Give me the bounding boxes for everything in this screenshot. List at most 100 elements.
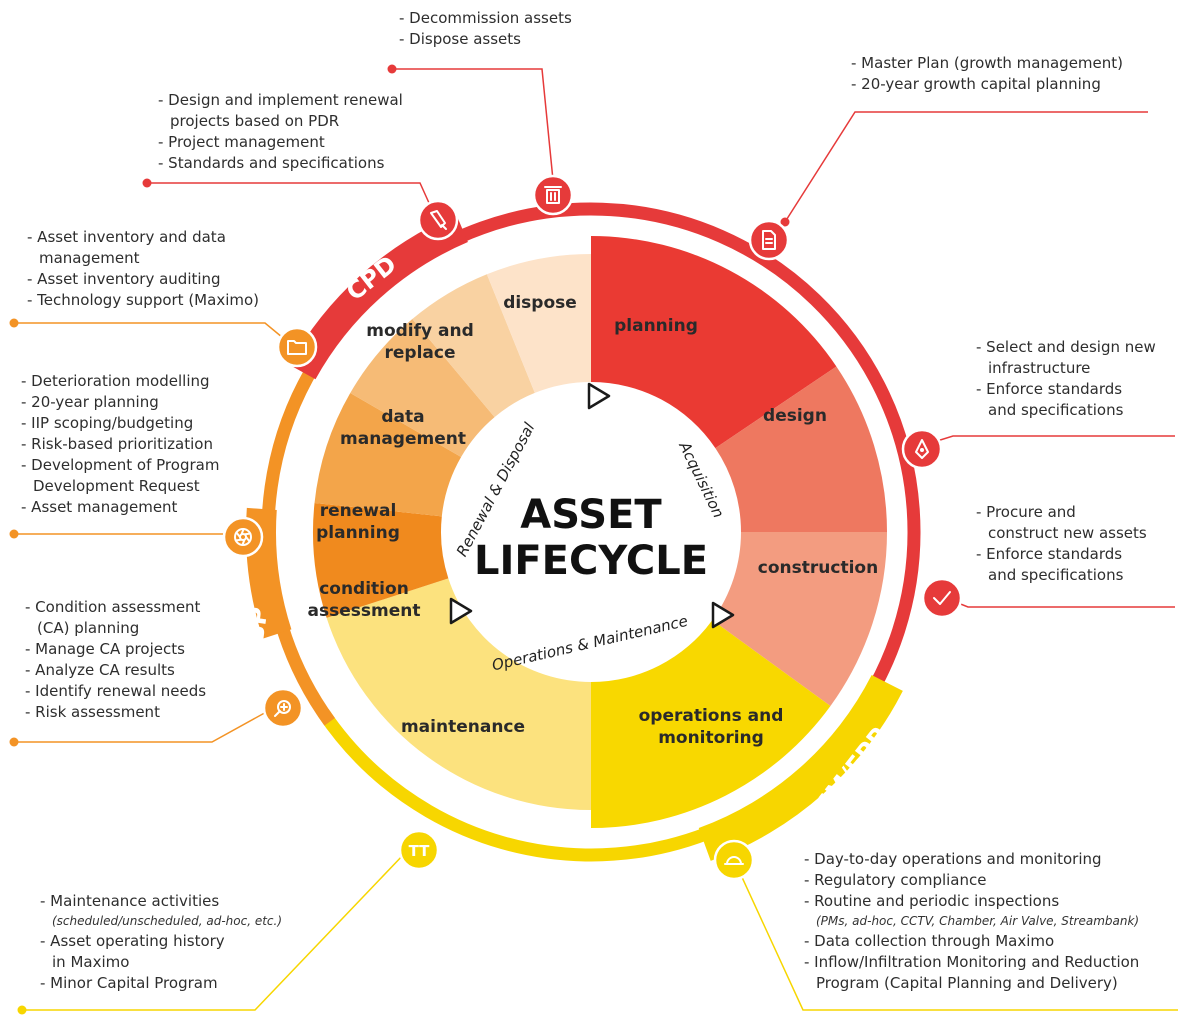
note-line: in Maximo — [52, 953, 130, 971]
note-line: Program (Capital Planning and Delivery) — [816, 974, 1118, 992]
wedge-data — [350, 319, 495, 457]
connector-dot — [142, 178, 152, 188]
note-line: - Dispose assets — [399, 30, 521, 48]
note-line: - Regulatory compliance — [804, 871, 987, 889]
wedge-modify — [412, 274, 535, 418]
note-line: management — [39, 249, 140, 267]
segment-label-data: management — [340, 429, 466, 449]
wedge-operations — [591, 620, 831, 828]
note-line: - Minor Capital Program — [40, 974, 218, 992]
note-line: - Deterioration modelling — [21, 372, 210, 390]
segment-label-planning: planning — [614, 316, 698, 336]
note-line: Development Request — [33, 477, 200, 495]
note-line: - Risk-based prioritization — [21, 435, 213, 453]
connector-modify — [147, 182, 435, 215]
connector-maintenance — [22, 852, 406, 1011]
wedge-planning — [591, 236, 837, 449]
connector-dot — [9, 737, 19, 747]
note-line: - Manage CA projects — [25, 640, 185, 658]
connector-dot — [17, 1005, 27, 1015]
document-icon — [748, 219, 790, 261]
note-line: - Routine and periodic inspections — [804, 892, 1060, 910]
wedge-dispose — [486, 254, 591, 393]
segment-label-modify: replace — [385, 343, 456, 363]
wedge-condition — [313, 502, 449, 618]
hard-hat-icon — [713, 839, 755, 881]
phase-pointer — [711, 601, 735, 629]
note-dispose: - Decommission assets - Dispose assets — [399, 8, 572, 50]
connector-data — [14, 322, 295, 348]
wedge-maintenance — [326, 578, 591, 810]
note-condition: - Condition assessment (CA) planning - M… — [25, 597, 206, 723]
connector-condition — [14, 704, 280, 743]
connector-dispose — [392, 68, 554, 181]
folder-icon — [276, 326, 318, 368]
segment-label-condition: assessment — [308, 601, 421, 621]
aperture-icon — [222, 516, 264, 558]
note-line: - Maintenance activities — [40, 892, 220, 910]
note-line: - Design and implement renewal — [158, 91, 403, 109]
phase-pointers — [449, 382, 735, 629]
note-modify: - Design and implement renewal projects … — [158, 90, 403, 174]
center-hub — [443, 384, 739, 680]
connector-dot — [780, 217, 790, 227]
note-subline: (scheduled/unscheduled, ad-hoc, etc.) — [52, 914, 283, 928]
note-design: - Select and design new infrastructure -… — [976, 337, 1156, 421]
note-line: - Condition assessment — [25, 598, 201, 616]
note-line: - 20-year growth capital planning — [851, 75, 1101, 93]
segment-label-operations: monitoring — [658, 728, 764, 748]
note-line: - Analyze CA results — [25, 661, 175, 679]
note-line: - Asset management — [21, 498, 178, 516]
note-line: - Inflow/Infiltration Monitoring and Red… — [804, 953, 1140, 971]
note-renewal: - Deterioration modelling - 20-year plan… — [21, 371, 219, 518]
note-line: - Technology support (Maximo) — [27, 291, 260, 309]
trash-icon — [532, 174, 574, 216]
note-line: - Enforce standards — [976, 545, 1123, 563]
segment-label-maintenance: maintenance — [401, 717, 525, 737]
connector-operations — [734, 861, 1178, 1011]
segment-label-renewal: renewal — [320, 501, 397, 521]
note-line: - Asset inventory auditing — [27, 270, 221, 288]
tools-icon: TT — [398, 829, 440, 871]
note-line: - Risk assessment — [25, 703, 160, 721]
note-line: and specifications — [988, 401, 1124, 419]
wedge-design — [715, 366, 887, 532]
note-line: - Master Plan (growth management) — [851, 54, 1123, 72]
title-line-2: LIFECYCLE — [474, 538, 708, 584]
note-line: - Standards and specifications — [158, 154, 385, 172]
note-line: - IIP scoping/budgeting — [21, 414, 194, 432]
note-line: - Select and design new — [976, 338, 1156, 356]
note-line: - Asset inventory and data — [27, 228, 226, 246]
checkmark-icon — [921, 577, 963, 619]
note-line: - Decommission assets — [399, 9, 572, 27]
note-line: and specifications — [988, 566, 1124, 584]
segment-label-modify: modify and — [366, 321, 474, 341]
connector-construction — [942, 596, 1175, 608]
segment-label-dispose: dispose — [503, 293, 577, 313]
pen-tool-icon — [901, 428, 943, 470]
note-line: (CA) planning — [37, 619, 140, 637]
connector-dot — [9, 318, 19, 328]
connector-dot — [387, 64, 397, 74]
phase-pointer — [587, 382, 611, 410]
note-line: - Project management — [158, 133, 325, 151]
note-line: - Enforce standards — [976, 380, 1123, 398]
note-line: projects based on PDR — [170, 112, 340, 130]
segment-label-data: data — [381, 407, 424, 427]
note-construction: - Procure and construct new assets - Enf… — [976, 502, 1147, 586]
sbp-label: SBP — [238, 606, 273, 663]
note-line: - Development of Program — [21, 456, 220, 474]
note-line: - Procure and — [976, 503, 1076, 521]
note-line: - Day-to-day operations and monitoring — [804, 850, 1102, 868]
connector-design — [920, 435, 1175, 447]
cpd-ring-arc — [379, 202, 921, 735]
note-subline: (PMs, ad-hoc, CCTV, Chamber, Air Valve, … — [816, 914, 1140, 928]
wedge-renewal — [314, 393, 462, 517]
note-line: - 20-year planning — [21, 393, 159, 411]
segment-label-design: design — [763, 406, 827, 426]
title-line-1: ASSET — [520, 492, 662, 538]
note-data: - Asset inventory and data management - … — [27, 227, 259, 311]
ring-icons: TT — [222, 174, 963, 881]
